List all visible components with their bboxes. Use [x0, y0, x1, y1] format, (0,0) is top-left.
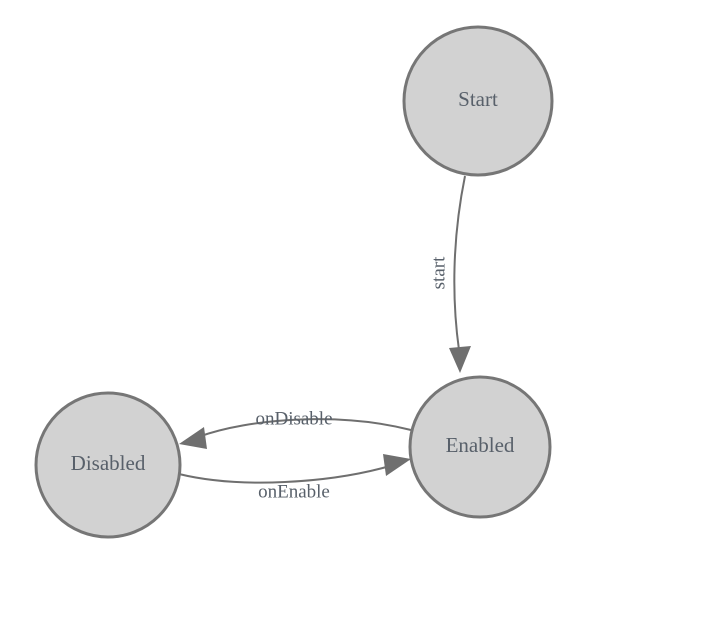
node-enabled[interactable]: Enabled [408, 375, 552, 519]
node-circle-start [402, 25, 554, 177]
node-start[interactable]: Start [402, 25, 554, 177]
arrowhead-into-enabled-top [449, 346, 471, 373]
node-label-start: Start [458, 87, 498, 111]
node-label-enabled: Enabled [446, 433, 515, 457]
edge-start-to-enabled[interactable]: start [428, 175, 471, 373]
edge-disabled-to-enabled[interactable]: onEnable [178, 454, 411, 502]
node-circle-disabled [34, 391, 182, 539]
node-circle-enabled [408, 375, 552, 519]
arrowhead-into-enabled-left [383, 454, 411, 476]
edge-line-enabled-to-disabled [197, 418, 412, 438]
edge-label-on-enable: onEnable [258, 481, 330, 502]
edge-label-on-disable: onDisable [255, 408, 332, 429]
node-label-disabled: Disabled [71, 451, 146, 475]
edge-label-start: start [428, 256, 449, 289]
arrowhead-into-disabled [179, 427, 207, 449]
edge-enabled-to-disabled[interactable]: onDisable [179, 408, 412, 449]
edge-line-disabled-to-enabled [178, 465, 391, 484]
edge-line-start-to-enabled [453, 175, 466, 351]
node-disabled[interactable]: Disabled [34, 391, 182, 539]
